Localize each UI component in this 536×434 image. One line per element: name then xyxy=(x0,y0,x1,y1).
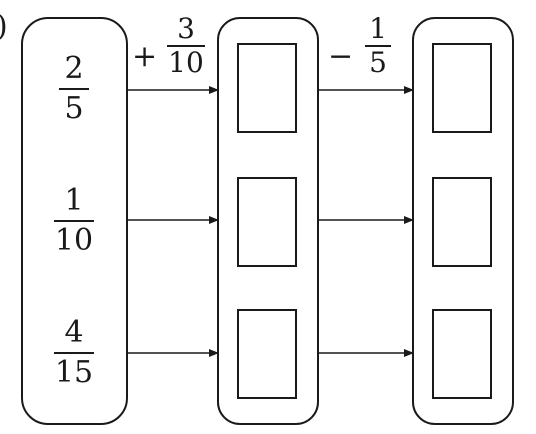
fraction-numerator: 2 xyxy=(64,51,84,86)
answer-box[interactable] xyxy=(237,43,297,133)
fraction-numerator: 1 xyxy=(369,12,387,45)
fraction-numerator: 3 xyxy=(177,12,195,45)
answer-box[interactable] xyxy=(237,177,297,267)
fraction-bar xyxy=(54,352,94,354)
operation-sign: − xyxy=(328,39,354,74)
input-fraction: 1 10 xyxy=(34,184,114,258)
fraction-bar xyxy=(365,45,391,47)
fraction-denominator: 5 xyxy=(64,91,84,126)
operation-sign: + xyxy=(132,39,158,74)
input-fraction: 4 15 xyxy=(34,316,114,390)
fraction-numerator: 1 xyxy=(64,183,84,218)
operation-fraction: 1 5 xyxy=(355,14,401,78)
input-column-frame xyxy=(21,17,128,425)
fraction-denominator: 10 xyxy=(54,223,94,258)
fraction-denominator: 15 xyxy=(54,355,94,390)
answer-box[interactable] xyxy=(432,43,492,133)
fraction-bar xyxy=(59,88,89,90)
right-column-frame xyxy=(412,17,514,425)
answer-box[interactable] xyxy=(432,309,492,399)
problem-label-paren: ) xyxy=(0,10,8,44)
middle-column-frame xyxy=(217,17,319,425)
answer-box[interactable] xyxy=(432,177,492,267)
fraction-bar xyxy=(54,220,94,222)
answer-box[interactable] xyxy=(237,309,297,399)
fraction-numerator: 4 xyxy=(64,315,84,350)
operation-fraction: 3 10 xyxy=(163,14,209,78)
fraction-denominator: 5 xyxy=(369,46,387,79)
input-fraction: 2 5 xyxy=(34,52,114,126)
fraction-denominator: 10 xyxy=(168,46,204,79)
fraction-bar xyxy=(167,45,205,47)
